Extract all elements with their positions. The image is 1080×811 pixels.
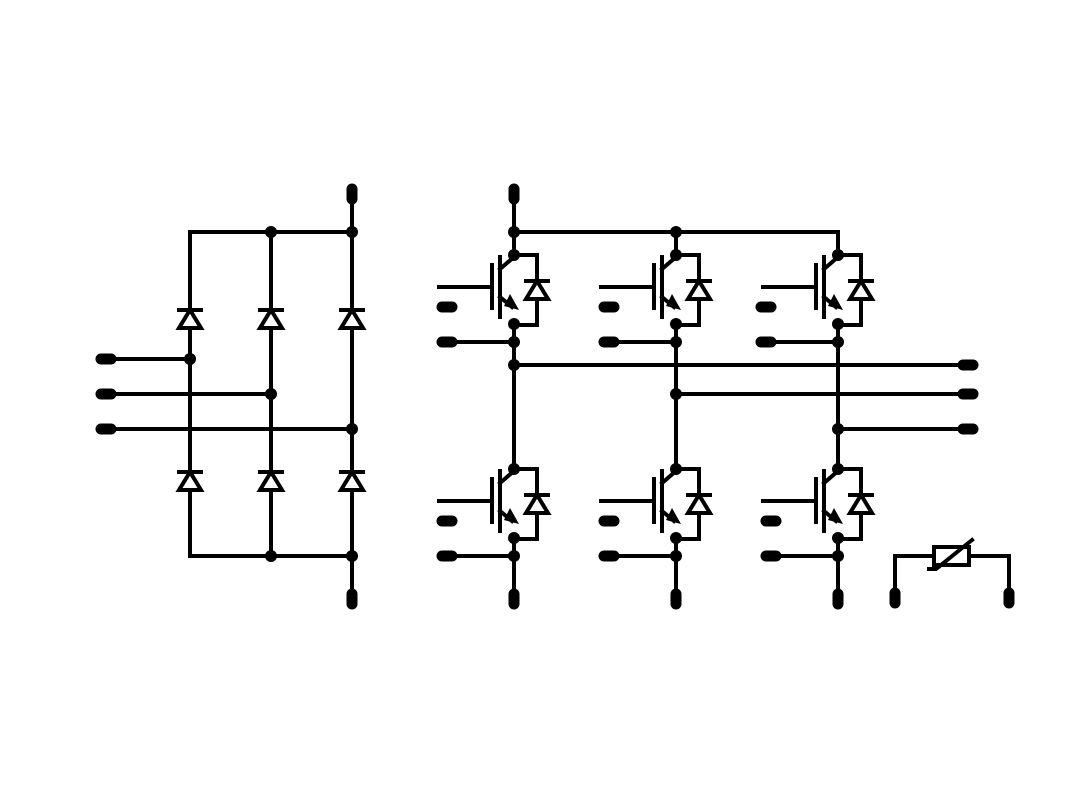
junction-dot bbox=[508, 226, 520, 238]
junction-dot bbox=[832, 336, 844, 348]
junction-dot bbox=[508, 318, 520, 330]
junction-dot bbox=[508, 336, 520, 348]
junction-dot bbox=[265, 388, 277, 400]
junction-dot bbox=[508, 249, 520, 261]
junction-dot bbox=[670, 532, 682, 544]
rectifier-diode-upper-2 bbox=[256, 308, 286, 330]
junction-dot bbox=[508, 550, 520, 562]
junction-dot bbox=[508, 532, 520, 544]
junction-dot bbox=[346, 550, 358, 562]
igbt-lower-3 bbox=[761, 467, 876, 558]
junction-dot bbox=[670, 388, 682, 400]
junction-dot bbox=[832, 423, 844, 435]
ntc-lead-right bbox=[967, 554, 1011, 600]
rectifier-diode-lower-3 bbox=[337, 470, 367, 492]
igbt-lower-2 bbox=[599, 467, 714, 558]
igbt-upper-1 bbox=[437, 253, 552, 344]
junction-dot bbox=[670, 226, 682, 238]
junction-dot bbox=[508, 463, 520, 475]
junction-dot bbox=[346, 423, 358, 435]
junction-dot bbox=[670, 550, 682, 562]
junction-dot bbox=[670, 318, 682, 330]
rectifier-diode-upper-3 bbox=[337, 308, 367, 330]
igbt-lower-1 bbox=[437, 467, 552, 558]
rectifier-diode-upper-1 bbox=[175, 308, 205, 330]
rectifier-diode-lower-1 bbox=[175, 470, 205, 492]
junction-dot bbox=[265, 550, 277, 562]
junction-dot bbox=[670, 336, 682, 348]
junction-dot bbox=[508, 359, 520, 371]
junction-dot bbox=[832, 318, 844, 330]
ntc-slash bbox=[927, 537, 975, 571]
junction-dot bbox=[346, 226, 358, 238]
ntc-thermistor bbox=[889, 537, 1015, 609]
junction-dot bbox=[265, 226, 277, 238]
junction-dot bbox=[670, 463, 682, 475]
ntc-lead-left bbox=[893, 554, 936, 600]
junction-dot bbox=[832, 550, 844, 562]
junction-dot bbox=[832, 249, 844, 261]
junction-dot bbox=[670, 249, 682, 261]
junction-dot bbox=[832, 463, 844, 475]
junction-dot bbox=[832, 532, 844, 544]
junction-dot bbox=[184, 353, 196, 365]
inverter-bridge bbox=[436, 183, 979, 610]
igbt-upper-3 bbox=[761, 253, 876, 344]
rectifier-bridge bbox=[95, 183, 367, 610]
igbt-upper-2 bbox=[599, 253, 714, 344]
rectifier-diode-lower-2 bbox=[256, 470, 286, 492]
